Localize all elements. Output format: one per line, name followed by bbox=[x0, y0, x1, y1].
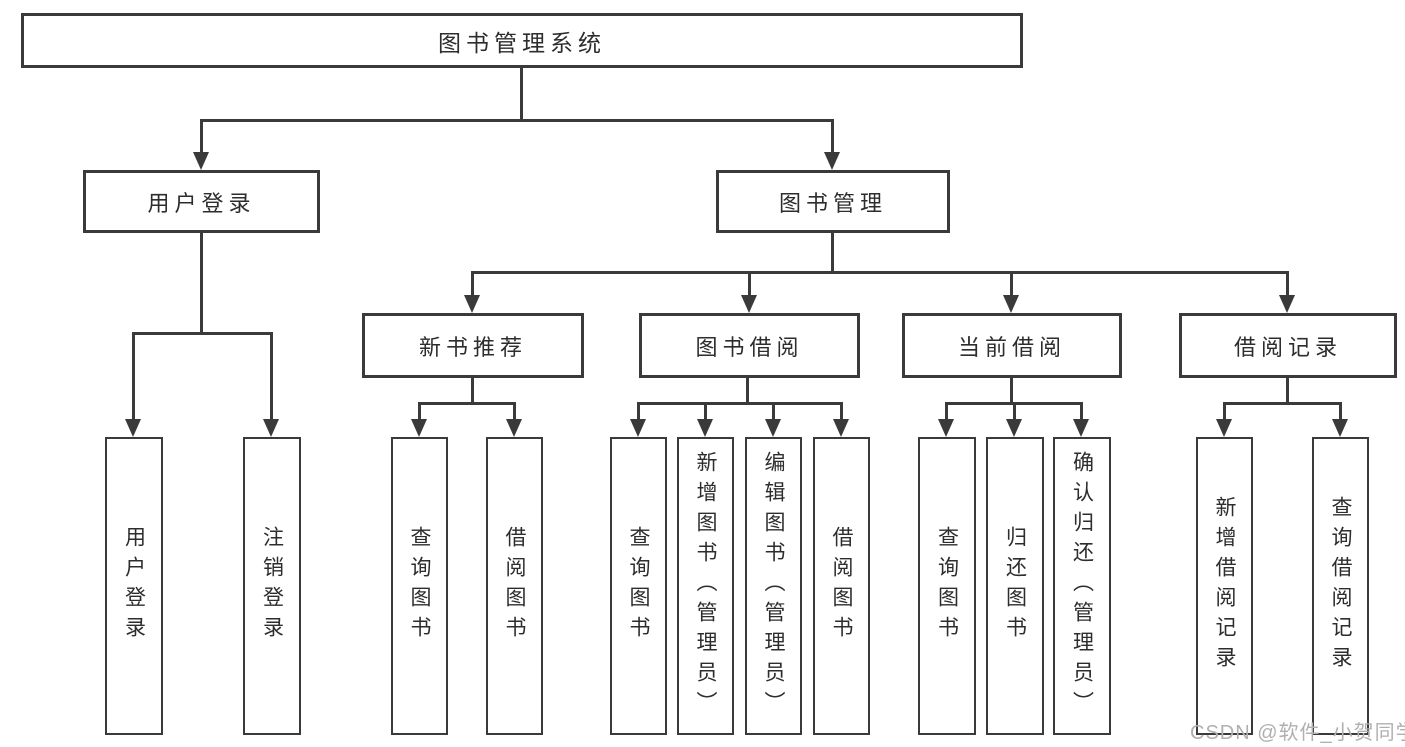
connector-line bbox=[1223, 402, 1226, 420]
arrow-down-icon bbox=[697, 419, 713, 437]
connector-line bbox=[945, 402, 948, 420]
connector-line bbox=[132, 332, 135, 420]
connector-line bbox=[637, 402, 640, 420]
arrow-down-icon bbox=[1073, 419, 1089, 437]
arrow-down-icon bbox=[411, 419, 427, 437]
connector-line bbox=[513, 402, 516, 420]
node-label: 归还图书 bbox=[1003, 526, 1027, 646]
arrow-down-icon bbox=[125, 419, 141, 437]
node-label: 查询图书 bbox=[408, 526, 431, 646]
connector-line bbox=[1010, 271, 1013, 297]
leaf-edit-books-admin: 编辑图书（管理员） bbox=[745, 437, 802, 735]
connector-line bbox=[1010, 378, 1013, 404]
leaf-user-login: 用户登录 bbox=[105, 437, 163, 735]
arrow-down-icon bbox=[1003, 295, 1019, 313]
leaf-query-books-current: 查询图书 bbox=[918, 437, 976, 735]
connector-line bbox=[200, 233, 203, 334]
arrow-down-icon bbox=[833, 419, 849, 437]
connector-line bbox=[1223, 402, 1341, 405]
node-new-book-recommendation: 新书推荐 bbox=[362, 313, 584, 378]
node-label: 图书管理系统 bbox=[438, 29, 606, 56]
node-label: 借阅图书 bbox=[503, 526, 526, 646]
node-label: 借阅记录 bbox=[1233, 334, 1342, 360]
connector-line bbox=[471, 271, 474, 297]
node-user-login: 用户登录 bbox=[83, 170, 320, 233]
arrow-down-icon bbox=[263, 419, 279, 437]
connector-line bbox=[1286, 378, 1289, 404]
node-book-borrowing: 图书借阅 bbox=[639, 313, 860, 378]
connector-line bbox=[471, 271, 1289, 274]
connector-line bbox=[200, 119, 834, 122]
node-label: 确认归还（管理员） bbox=[1070, 451, 1094, 721]
leaf-add-books-admin: 新增图书（管理员） bbox=[677, 437, 734, 735]
leaf-borrow-books-recommend: 借阅图书 bbox=[486, 437, 543, 735]
node-label: 查询图书 bbox=[935, 526, 959, 646]
arrow-down-icon bbox=[824, 152, 840, 170]
leaf-return-books: 归还图书 bbox=[986, 437, 1044, 735]
node-label: 用户登录 bbox=[147, 190, 256, 216]
node-borrowing-records: 借阅记录 bbox=[1179, 313, 1397, 378]
node-label: 借阅图书 bbox=[830, 526, 853, 646]
arrow-down-icon bbox=[741, 295, 757, 313]
connector-line bbox=[746, 378, 749, 404]
connector-line bbox=[418, 402, 516, 405]
connector-line bbox=[1339, 402, 1342, 420]
connector-line bbox=[132, 332, 273, 335]
arrow-down-icon bbox=[1332, 419, 1348, 437]
node-current-borrowing: 当前借阅 bbox=[902, 313, 1122, 378]
connector-line bbox=[748, 271, 751, 297]
node-label: 图书管理 bbox=[778, 190, 887, 216]
arrow-down-icon bbox=[765, 419, 781, 437]
connector-line bbox=[200, 119, 203, 153]
leaf-query-books-recommend: 查询图书 bbox=[391, 437, 448, 735]
leaf-confirm-return-admin: 确认归还（管理员） bbox=[1053, 437, 1111, 735]
arrow-down-icon bbox=[193, 152, 209, 170]
leaf-add-borrow-record: 新增借阅记录 bbox=[1196, 437, 1253, 735]
node-library-management-system: 图书管理系统 bbox=[21, 13, 1023, 68]
leaf-query-books-borrowing: 查询图书 bbox=[610, 437, 667, 735]
node-label: 编辑图书（管理员） bbox=[762, 451, 785, 721]
connector-line bbox=[418, 402, 421, 420]
connector-line bbox=[1080, 402, 1083, 420]
leaf-borrow-books-borrowing: 借阅图书 bbox=[813, 437, 870, 735]
node-label: 注销登录 bbox=[260, 526, 284, 646]
arrow-down-icon bbox=[1216, 419, 1232, 437]
connector-line bbox=[831, 119, 834, 153]
connector-line bbox=[772, 402, 775, 420]
node-book-management: 图书管理 bbox=[716, 170, 950, 233]
node-label: 新书推荐 bbox=[418, 334, 527, 360]
arrow-down-icon bbox=[464, 295, 480, 313]
connector-line bbox=[1286, 271, 1289, 297]
arrow-down-icon bbox=[1006, 419, 1022, 437]
connector-line bbox=[471, 378, 474, 404]
node-label: 当前借阅 bbox=[957, 334, 1066, 360]
connector-line bbox=[1013, 402, 1016, 420]
arrow-down-icon bbox=[938, 419, 954, 437]
node-label: 新增借阅记录 bbox=[1213, 496, 1236, 676]
arrow-down-icon bbox=[630, 419, 646, 437]
node-label: 新增图书（管理员） bbox=[694, 451, 717, 721]
connector-line bbox=[637, 402, 843, 405]
connector-line bbox=[831, 233, 834, 274]
connector-line bbox=[520, 68, 523, 121]
node-label: 查询图书 bbox=[627, 526, 650, 646]
watermark-text: CSDN @软件_小贺同学 bbox=[1190, 722, 1405, 744]
connector-line bbox=[840, 402, 843, 420]
leaf-logout-login: 注销登录 bbox=[243, 437, 301, 735]
arrow-down-icon bbox=[506, 419, 522, 437]
node-label: 图书借阅 bbox=[695, 334, 804, 360]
node-label: 用户登录 bbox=[122, 526, 146, 646]
leaf-query-borrow-record: 查询借阅记录 bbox=[1312, 437, 1369, 735]
connector-line bbox=[704, 402, 707, 420]
connector-line bbox=[270, 332, 273, 420]
arrow-down-icon bbox=[1279, 295, 1295, 313]
node-label: 查询借阅记录 bbox=[1329, 496, 1352, 676]
